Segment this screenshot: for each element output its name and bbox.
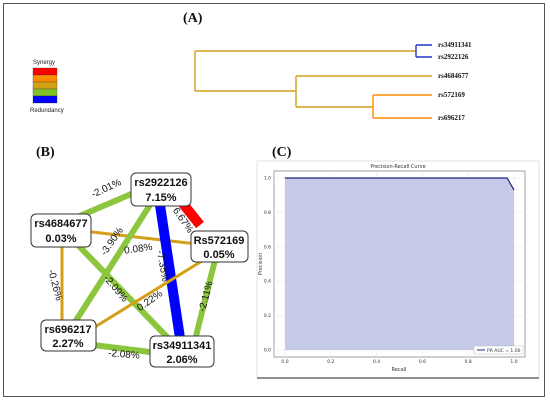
figure-frame: [3, 3, 545, 397]
node-rs34911341-value: 2.06%: [166, 354, 197, 366]
dendrogram-cluster-gold: [295, 75, 432, 108]
edge-label-rs2922126-rs34911341: -7.35%: [154, 249, 170, 282]
node-rs2922126-label: rs2922126: [134, 177, 187, 189]
legend-swatch-blue: [32, 95, 58, 104]
node-rs572169-label: Rs572169: [194, 235, 245, 247]
x-tick-label: 0.8: [465, 359, 472, 365]
node-rs4684677-label: rs4684677: [34, 218, 87, 230]
node-rs34911341[interactable]: rs34911341 2.06%: [149, 335, 215, 368]
edge-rs4684677-rs572169: [74, 228, 198, 246]
dendrogram: rs34911341 rs2922126 rs4684677 rs572169 …: [194, 41, 472, 122]
edge-rs572169-rs34911341: [192, 259, 218, 341]
edge-label-rs696217-rs34911341: -2.08%: [108, 348, 141, 362]
x-tick-label: 1.0: [510, 359, 517, 365]
leaf-rs696217: rs696217: [438, 114, 465, 122]
node-rs696217-label: rs696217: [44, 324, 91, 336]
legend-box: [473, 345, 524, 355]
leaf-rs34911341: rs34911341: [438, 41, 472, 49]
pr-curve-fill: [285, 178, 514, 350]
node-rs34911341-label: rs34911341: [153, 340, 212, 352]
leaf-rs4684677: rs4684677: [438, 72, 469, 80]
panel-c-label: (C): [272, 145, 292, 160]
y-axis-label: Precision: [258, 253, 264, 275]
leaf-rs572169: rs572169: [438, 91, 465, 99]
node-rs696217-value: 2.27%: [52, 338, 83, 350]
node-rs2922126[interactable]: rs2922126 7.15%: [130, 172, 192, 207]
node-rs4684677[interactable]: rs4684677 0.03%: [30, 213, 92, 248]
edge-rs4684677-rs34911341: [72, 239, 173, 343]
panel-a-label: (A): [183, 11, 203, 26]
edge-label-rs4684677-rs572169: 0.08%: [124, 242, 154, 257]
leaf-rs2922126: rs2922126: [438, 53, 469, 61]
y-tick-label: 0.6: [264, 244, 271, 250]
chart-title: Precision-Recall Curve: [370, 164, 425, 170]
x-tick-label: 0.4: [373, 359, 380, 365]
panel-b-label: (B): [36, 145, 55, 160]
synergy-legend: Synergy Redundancy: [30, 60, 64, 114]
dendrogram-cluster-blue: [415, 44, 432, 58]
pr-curve-line: [285, 177, 515, 191]
x-tick-label: 0.0: [281, 359, 288, 365]
y-tick-label: 0.2: [264, 313, 271, 319]
y-tick-label: 0.0: [264, 348, 271, 354]
node-rs572169[interactable]: Rs572169 0.05%: [190, 230, 249, 263]
legend-synergy-label: Synergy: [33, 60, 55, 66]
x-tick-label: 0.2: [327, 359, 334, 365]
edge-rs2922126-rs696217: [72, 203, 153, 324]
tick-layer: 0.0 0.2 0.4 0.6 0.8 1.0 0.0 0.2 0.4 0.6 0.8 1.0: [264, 176, 518, 366]
x-axis-label: Recall: [392, 367, 407, 373]
y-tick-label: 1.0: [264, 176, 271, 182]
legend-redundancy-label: Redundancy: [30, 108, 64, 114]
network-nodes: rs2922126 7.15% rs4684677 0.03% Rs572169…: [30, 172, 249, 368]
node-rs2922126-value: 7.15%: [145, 192, 176, 204]
y-tick-label: 0.4: [264, 279, 271, 285]
edge-rs696217-rs572169: [89, 254, 211, 332]
x-tick-label: 0.6: [419, 359, 426, 365]
legend-series-label: PR AUC = 1.00: [487, 348, 521, 354]
node-rs696217[interactable]: rs696217 2.27%: [40, 319, 97, 352]
node-rs572169-value: 0.05%: [203, 249, 234, 261]
edge-rs2922126-rs34911341: [155, 204, 185, 339]
network-edges: [60, 183, 218, 355]
dendrogram-cluster-orange: [372, 94, 432, 119]
dendrogram-root-branch: [194, 50, 416, 92]
chart-legend: PR AUC = 1.00: [473, 345, 524, 355]
node-rs4684677-value: 0.03%: [45, 233, 76, 245]
y-tick-label: 0.8: [264, 210, 271, 216]
